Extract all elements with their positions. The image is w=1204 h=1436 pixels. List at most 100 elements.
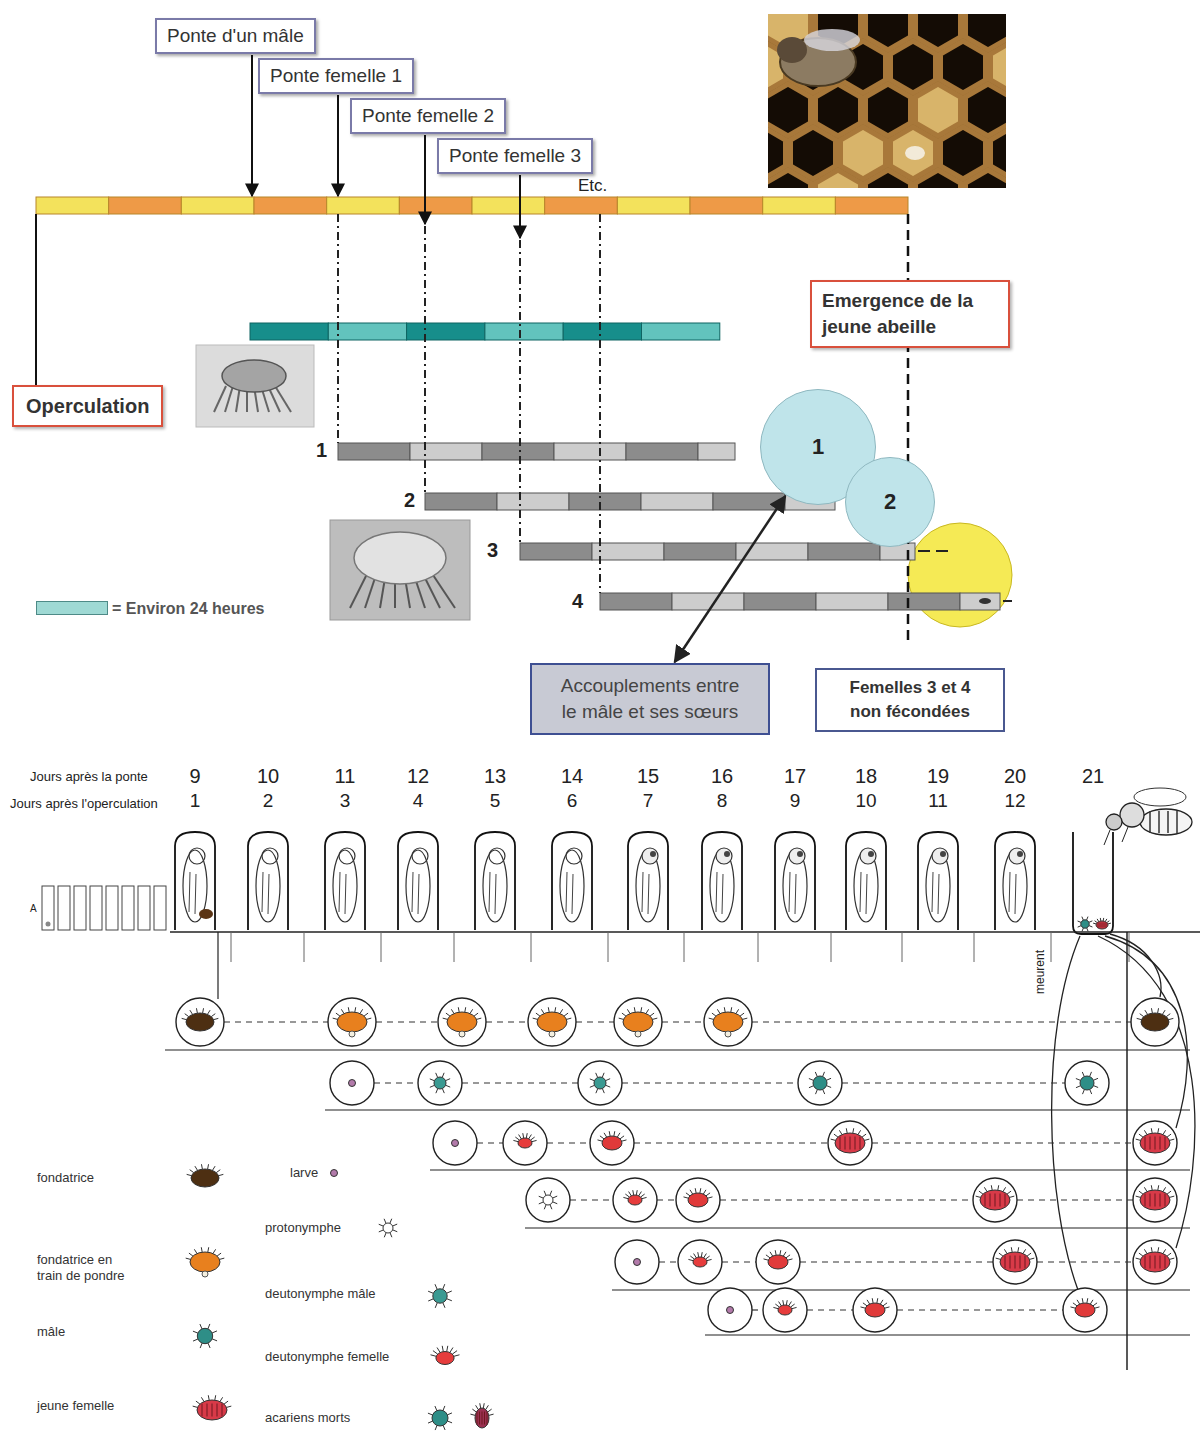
capped-cell bbox=[325, 832, 365, 930]
stage-circle bbox=[1131, 998, 1179, 1046]
legend-text: jeune femelle bbox=[37, 1398, 114, 1414]
small-cell bbox=[138, 886, 150, 930]
pupa-leg bbox=[938, 874, 939, 914]
pupa-leg bbox=[268, 874, 269, 914]
row-dash bbox=[1017, 1199, 1133, 1200]
event-box: Ponte femelle 2 bbox=[350, 98, 506, 134]
bee-stripe bbox=[1167, 811, 1169, 833]
mite-body bbox=[623, 1012, 653, 1032]
mite-leg bbox=[539, 1196, 544, 1198]
mite-egg bbox=[349, 1031, 355, 1037]
note: Etc. bbox=[578, 176, 607, 196]
stage-circle bbox=[418, 1061, 462, 1105]
female-bar bbox=[425, 493, 497, 510]
axis-tick bbox=[758, 932, 759, 962]
mite-leg bbox=[1083, 1089, 1085, 1094]
mite-leg bbox=[1169, 1258, 1174, 1259]
mite-leg bbox=[650, 1013, 654, 1016]
stage-circle bbox=[614, 998, 662, 1046]
female-bar bbox=[960, 593, 1000, 610]
mite-leg bbox=[476, 1018, 481, 1019]
note-box: Accouplements entre le mâle et ses sœurs bbox=[530, 663, 770, 735]
bee-stripe bbox=[1149, 811, 1151, 833]
mite-leg bbox=[182, 1018, 187, 1019]
stage-circle bbox=[798, 1061, 842, 1105]
mite-stripe bbox=[479, 1412, 480, 1425]
mite-leg bbox=[446, 1079, 451, 1081]
mite-leg bbox=[522, 1133, 524, 1138]
laying-arrow bbox=[337, 95, 339, 196]
pupa-leg bbox=[262, 872, 263, 912]
female-bar bbox=[497, 493, 569, 510]
mite-stripe bbox=[840, 1137, 841, 1150]
mite-leg bbox=[452, 1351, 457, 1355]
mite-stripe bbox=[202, 1404, 203, 1417]
mite-leg bbox=[590, 1079, 595, 1081]
timeline-bar bbox=[690, 197, 763, 214]
pupa-leg bbox=[495, 874, 496, 914]
axis-tick bbox=[531, 932, 532, 962]
mite-leg bbox=[1145, 1010, 1148, 1014]
row-dash bbox=[657, 1199, 676, 1200]
timeline-bar bbox=[472, 197, 545, 214]
mite-stripe bbox=[1102, 922, 1103, 927]
row-dash bbox=[897, 1309, 1063, 1310]
mite-leg bbox=[1082, 1298, 1084, 1303]
mite-stripe bbox=[985, 1194, 986, 1207]
mite-leg bbox=[779, 1302, 782, 1306]
mite-leg bbox=[996, 1258, 1001, 1259]
capped-cell bbox=[628, 832, 668, 930]
mite-leg bbox=[766, 1255, 770, 1258]
mite-leg bbox=[613, 1131, 615, 1136]
capped-cell bbox=[398, 832, 438, 930]
mite-leg bbox=[596, 1073, 598, 1078]
comb-cell bbox=[966, 84, 1007, 136]
pupa-leg bbox=[566, 872, 567, 912]
mite-leg bbox=[513, 1140, 518, 1141]
timeline-bar bbox=[763, 197, 836, 214]
mite-leg bbox=[212, 1331, 217, 1333]
mite-stripe bbox=[995, 1194, 996, 1207]
mite-leg bbox=[1163, 1249, 1166, 1253]
mite-leg bbox=[212, 1166, 215, 1170]
mite-leg bbox=[443, 1425, 445, 1430]
mite-leg bbox=[695, 1188, 697, 1193]
mite-leg bbox=[393, 1224, 398, 1226]
mite-body bbox=[349, 1080, 356, 1087]
larva-photo bbox=[905, 146, 925, 160]
mite-leg bbox=[483, 1403, 485, 1408]
mite-body bbox=[331, 1170, 338, 1177]
mite-leg bbox=[885, 1307, 890, 1308]
mite-leg bbox=[1087, 928, 1088, 931]
mite-leg bbox=[193, 1339, 198, 1341]
exit-curve bbox=[1105, 936, 1187, 1128]
box-text: Ponte d'un mâle bbox=[167, 24, 304, 48]
mite-leg bbox=[652, 1018, 657, 1019]
pupa-leg bbox=[648, 874, 649, 914]
small-cell bbox=[74, 886, 86, 930]
pupa-head bbox=[716, 848, 732, 864]
mite-leg bbox=[185, 1014, 189, 1017]
box-text: Operculation bbox=[26, 393, 149, 419]
event-box: Ponte femelle 3 bbox=[437, 138, 593, 174]
mite-stripe bbox=[1005, 1256, 1006, 1269]
female-bar bbox=[520, 543, 592, 560]
timeline-bar bbox=[254, 197, 327, 214]
stage-circle bbox=[526, 1178, 570, 1222]
row-line bbox=[612, 1289, 1190, 1290]
stage-circle bbox=[590, 1121, 634, 1165]
mite-leg bbox=[348, 1007, 350, 1012]
mite-leg bbox=[606, 1085, 611, 1087]
mite-leg bbox=[602, 1089, 604, 1094]
mite-leg bbox=[880, 1300, 883, 1304]
mite-body bbox=[186, 1013, 214, 1031]
mite-body bbox=[190, 1252, 220, 1272]
mite-leg bbox=[809, 1079, 814, 1081]
bee-abdomen bbox=[1140, 809, 1192, 835]
capped-cell bbox=[552, 832, 592, 930]
mite-leg bbox=[640, 1007, 642, 1012]
small-cell bbox=[90, 886, 102, 930]
stage-circle bbox=[433, 1121, 477, 1165]
photo-mite bbox=[222, 360, 286, 392]
mite-leg bbox=[684, 1197, 689, 1198]
